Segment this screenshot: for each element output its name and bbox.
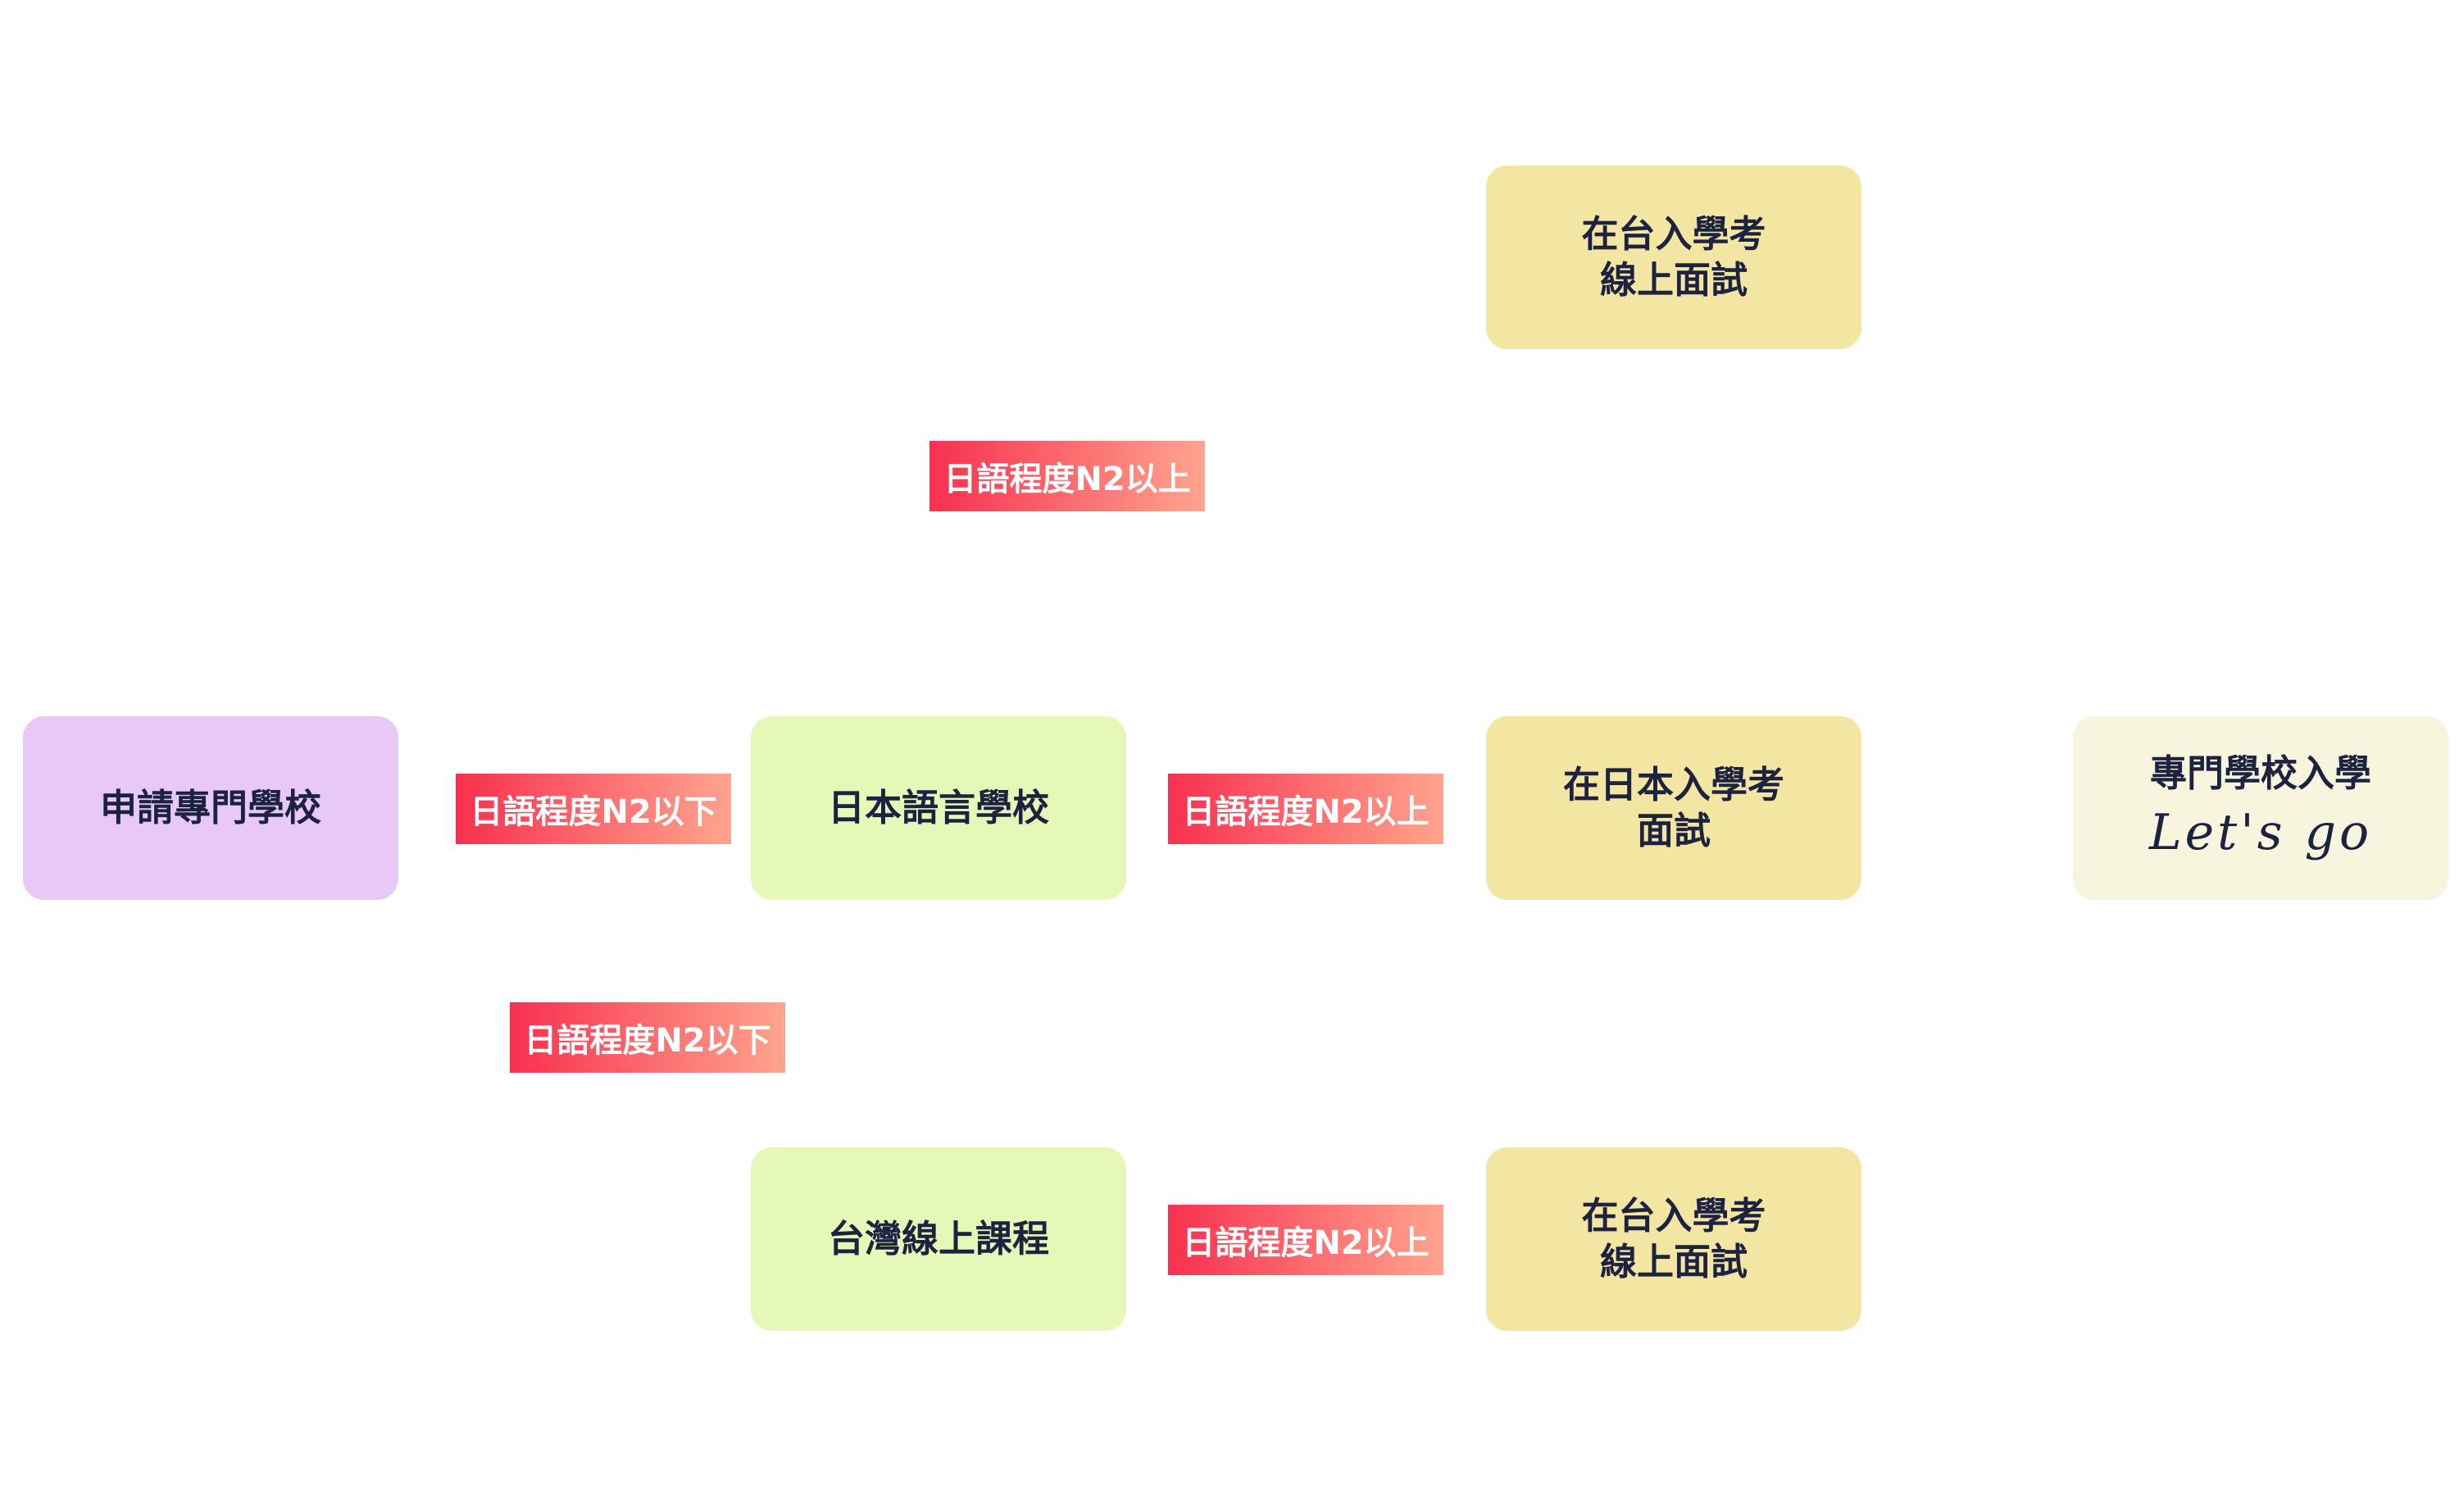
language-school-label: 日本語言學校 xyxy=(827,786,1049,829)
language-school-node: 日本語言學校 xyxy=(751,716,1126,900)
taiwan-exam-bottom-line1: 在台入學考 xyxy=(1581,1194,1766,1237)
enroll-line1: 專門學校入學 xyxy=(2149,751,2371,795)
tag-top-above: 日語程度N2以上 xyxy=(930,441,1205,511)
tag-apply-to-language: 日語程度N2以下 xyxy=(456,774,731,844)
taiwan-exam-top-line1: 在台入學考 xyxy=(1581,212,1766,256)
japan-exam-node: 在日本入學考 面試 xyxy=(1486,716,1861,900)
tag-apply-to-online: 日語程度N2以下 xyxy=(510,1002,785,1073)
online-course-node: 台灣線上課程 xyxy=(751,1147,1126,1331)
taiwan-exam-top-node: 在台入學考 線上面試 xyxy=(1486,166,1861,349)
japan-exam-line2: 面試 xyxy=(1636,809,1711,852)
taiwan-exam-bottom-node: 在台入學考 線上面試 xyxy=(1486,1147,1861,1331)
apply-node: 申請專門學校 xyxy=(23,716,398,900)
tag-online-to-taiwan: 日語程度N2以上 xyxy=(1168,1205,1443,1275)
taiwan-exam-bottom-line2: 線上面試 xyxy=(1599,1240,1748,1283)
tag-language-to-japan: 日語程度N2以上 xyxy=(1168,774,1443,844)
apply-node-label: 申請專門學校 xyxy=(99,786,321,829)
japan-exam-line1: 在日本入學考 xyxy=(1562,763,1784,806)
taiwan-exam-top-line2: 線上面試 xyxy=(1599,258,1748,302)
enroll-node: 專門學校入學 Let's go xyxy=(2073,716,2448,900)
online-course-label: 台灣線上課程 xyxy=(827,1217,1049,1260)
enroll-script-text: Let's go xyxy=(2148,804,2373,861)
